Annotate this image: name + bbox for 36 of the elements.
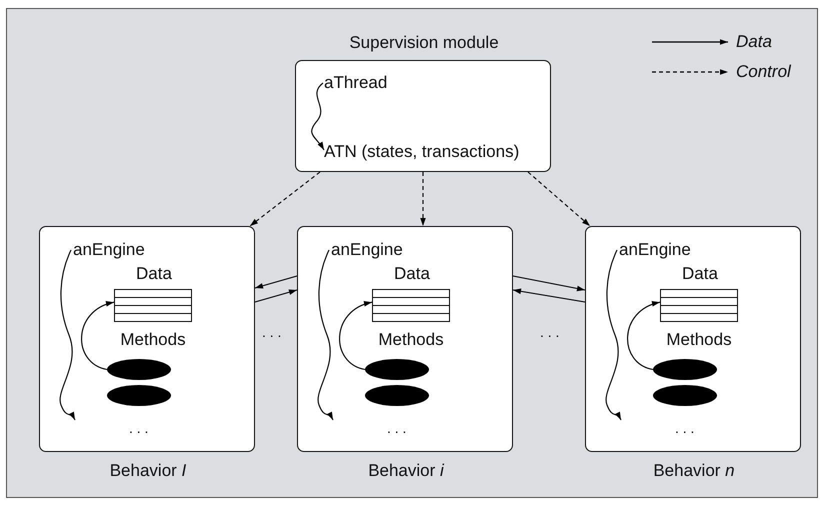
- table-heading: Data: [681, 264, 719, 284]
- text-label: anEngine: [73, 240, 145, 260]
- behavior-caption: Behavior I: [108, 461, 188, 481]
- arrow: [254, 289, 298, 303]
- legend-text: Data: [736, 32, 772, 52]
- ellipsis-text: . . .: [387, 419, 406, 438]
- methods-label: Methods: [377, 330, 445, 350]
- methods-label: Methods: [665, 330, 733, 350]
- curved-arrow: [81, 302, 114, 370]
- text-label: anEngine: [619, 240, 691, 260]
- legend-text: Control: [736, 62, 791, 82]
- ellipsis-text: . . .: [675, 419, 694, 438]
- arrow: [512, 288, 586, 303]
- text-label: ATN (states, transactions): [324, 142, 520, 162]
- curved-arrow: [339, 302, 372, 370]
- arrow: [420, 172, 426, 226]
- table-heading: Data: [135, 264, 173, 284]
- arrow: [512, 275, 586, 292]
- curved-arrow: [60, 250, 76, 420]
- arrow: [528, 172, 590, 226]
- curved-arrow: [627, 302, 660, 370]
- ellipsis-text: . . .: [262, 323, 282, 342]
- ellipsis-text: . . .: [540, 323, 560, 342]
- arrow: [254, 275, 298, 289]
- curved-arrow: [311, 82, 324, 150]
- methods-label: Methods: [119, 330, 187, 350]
- table-heading: Data: [393, 264, 431, 284]
- ellipsis-text: . . .: [129, 419, 148, 438]
- arrow: [250, 172, 320, 226]
- behavior-caption: Behavior n: [652, 461, 736, 481]
- behavior-caption: Behavior i: [367, 461, 446, 481]
- module-title: Supervision module: [348, 33, 500, 53]
- text-label: anEngine: [331, 240, 403, 260]
- curved-arrow: [606, 250, 622, 420]
- text-label: aThread: [324, 73, 388, 93]
- curved-arrow: [318, 250, 334, 420]
